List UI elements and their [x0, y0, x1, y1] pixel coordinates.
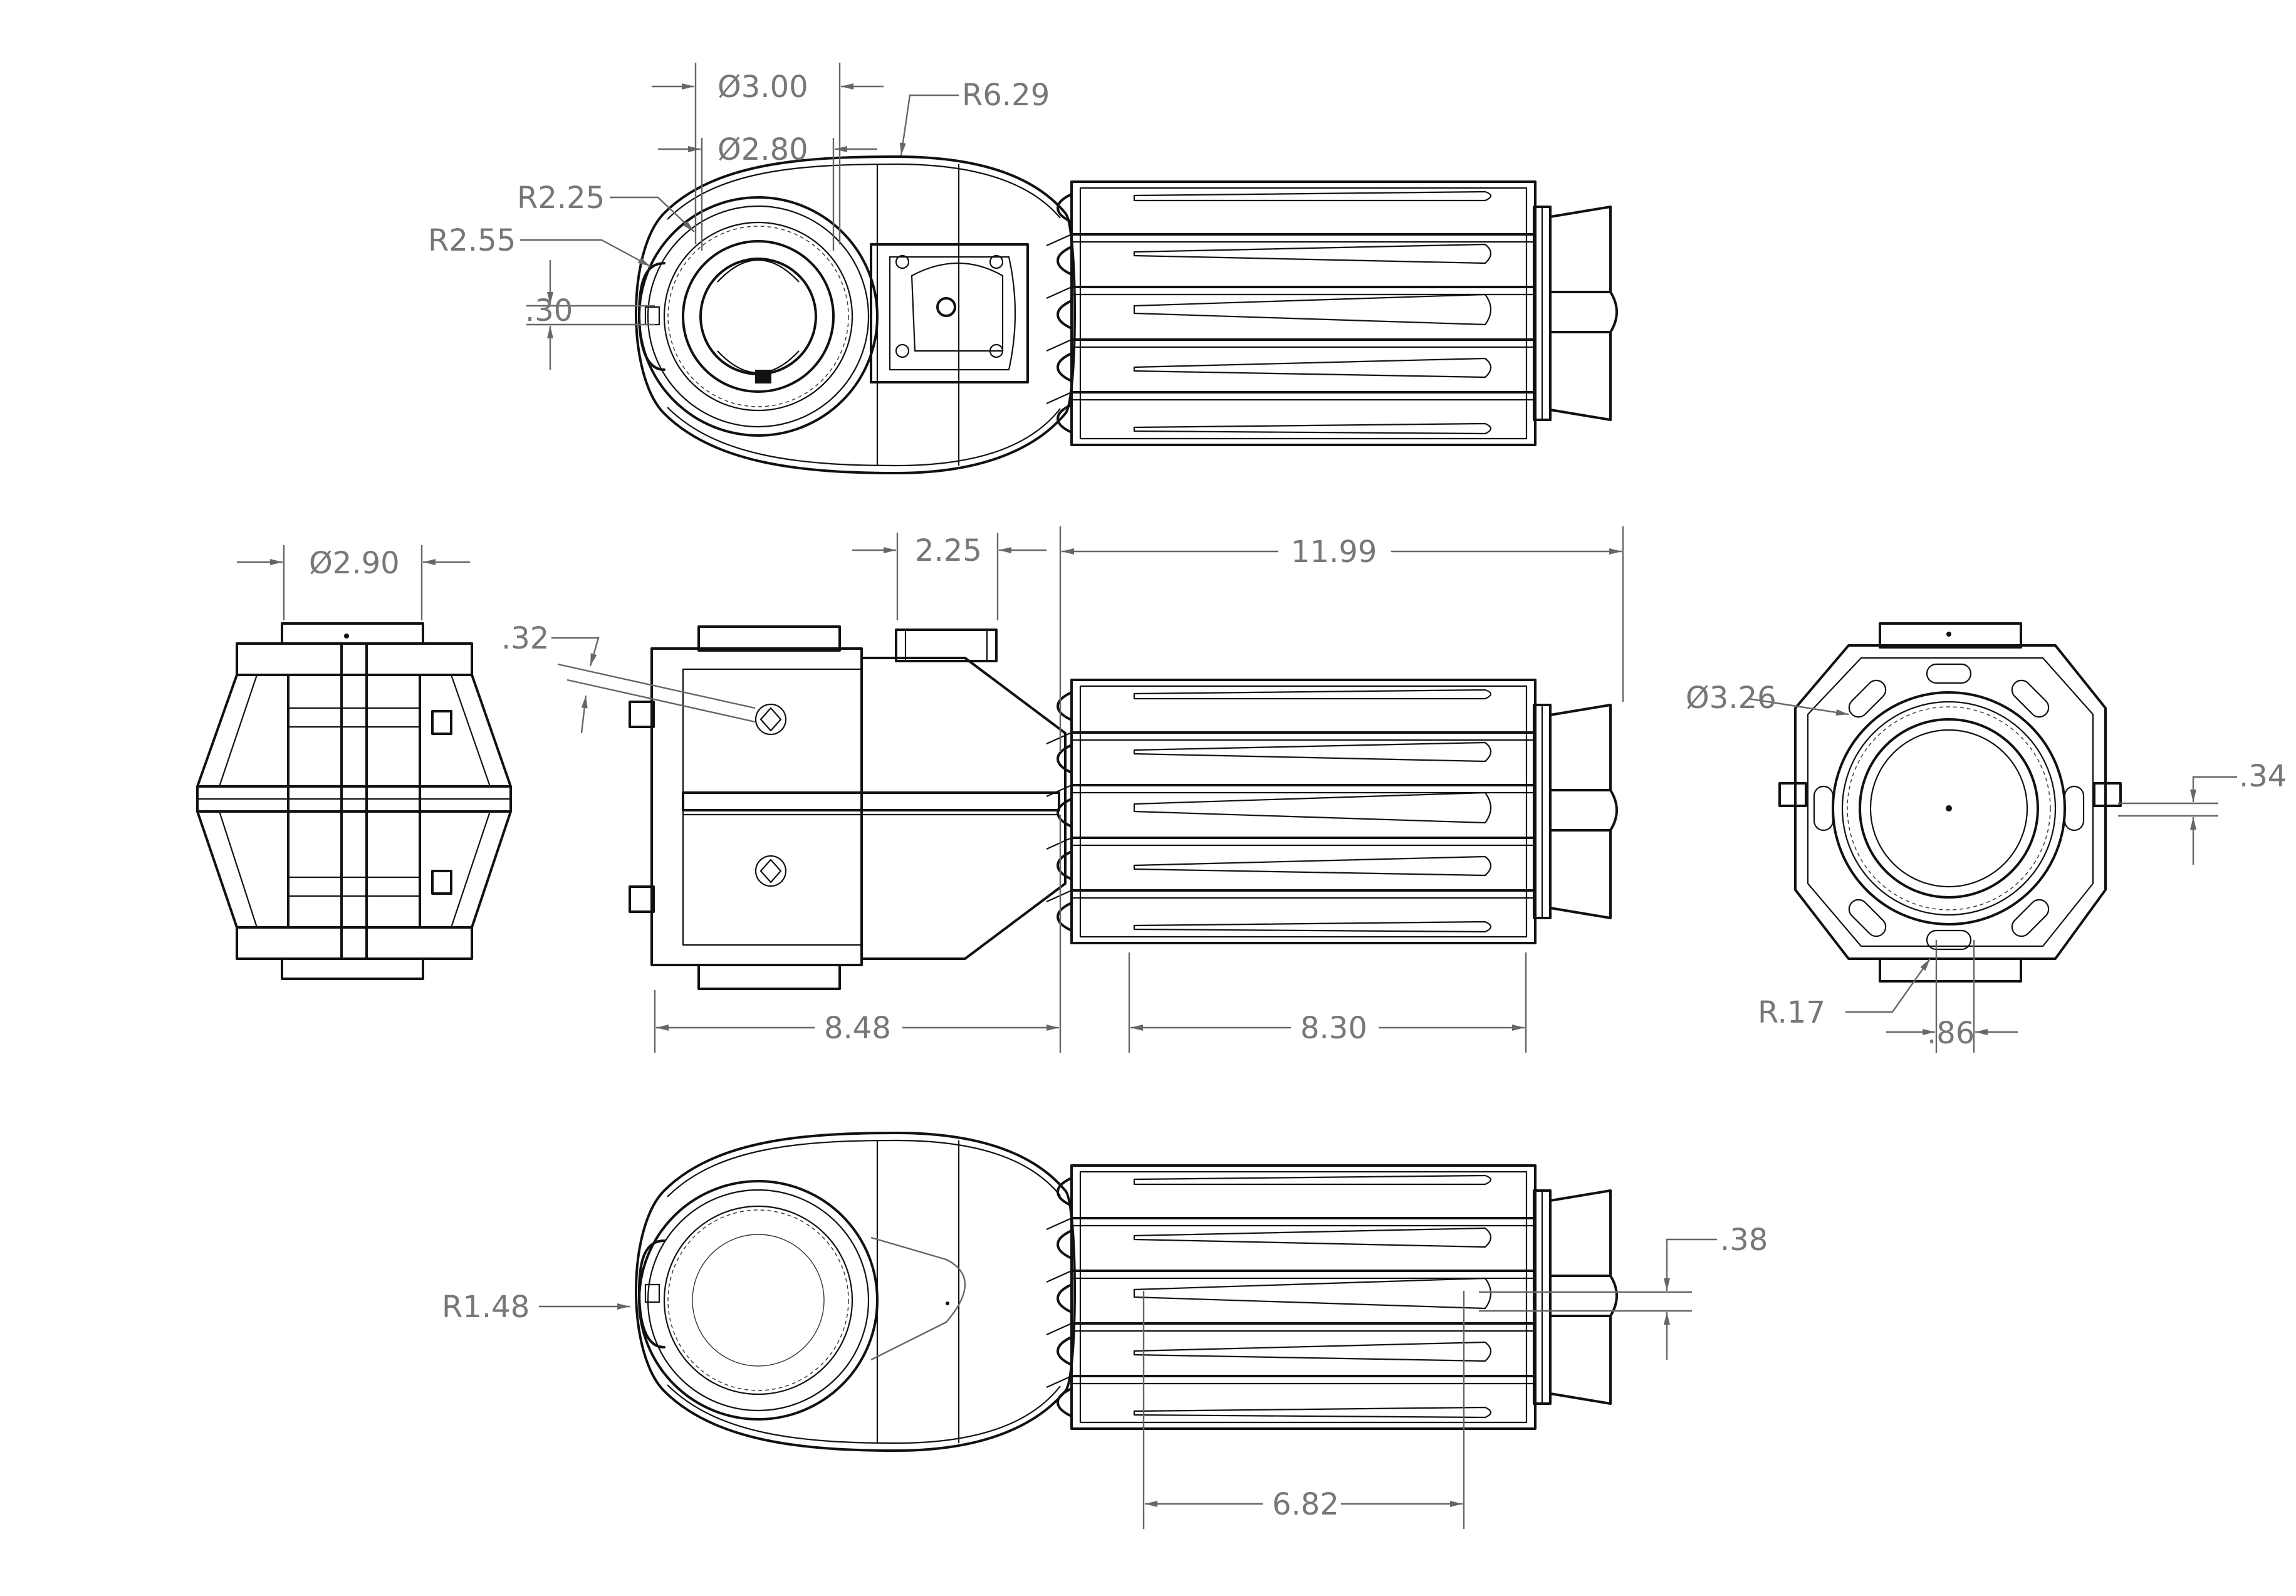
dim-bottom-gap: .38	[1720, 1223, 1768, 1258]
left-view	[196, 622, 512, 980]
right-view	[1778, 622, 2122, 983]
dim-bottom-radius: R1.48	[442, 1290, 530, 1325]
dim-right-slot: .34	[2239, 759, 2287, 794]
front-view	[629, 625, 1618, 990]
dimension-lines	[237, 63, 2237, 1529]
dim-top-r-outer: R2.55	[428, 223, 516, 258]
dimension-labels: Ø3.00 Ø2.80 R6.29 R2.25 R2.55 .30 Ø2.90 …	[309, 70, 2287, 1522]
dim-right-radius: R.17	[1758, 995, 1825, 1030]
dim-bottom-length: 6.82	[1272, 1487, 1339, 1522]
top-view	[635, 155, 1618, 474]
dim-top-dia-outer: Ø3.00	[718, 70, 808, 105]
dim-top-slot: .30	[525, 293, 573, 328]
dim-top-r-body: R6.29	[962, 78, 1050, 113]
dim-front-width-small: 2.25	[915, 533, 982, 568]
dim-front-length-right: 11.99	[1291, 535, 1377, 570]
dim-front-length-left: 8.48	[824, 1011, 891, 1046]
bottom-view	[635, 1132, 1618, 1452]
dim-top-dia-inner: Ø2.80	[718, 132, 808, 167]
dim-left-dia: Ø2.90	[309, 546, 400, 581]
dim-front-length-cage: 8.30	[1300, 1011, 1367, 1046]
dim-right-spacing: .86	[1927, 1016, 1975, 1051]
dim-top-r-inner: R2.25	[517, 180, 605, 216]
dim-right-dia: Ø3.26	[1686, 681, 1777, 716]
dim-front-offset: .32	[501, 621, 549, 656]
